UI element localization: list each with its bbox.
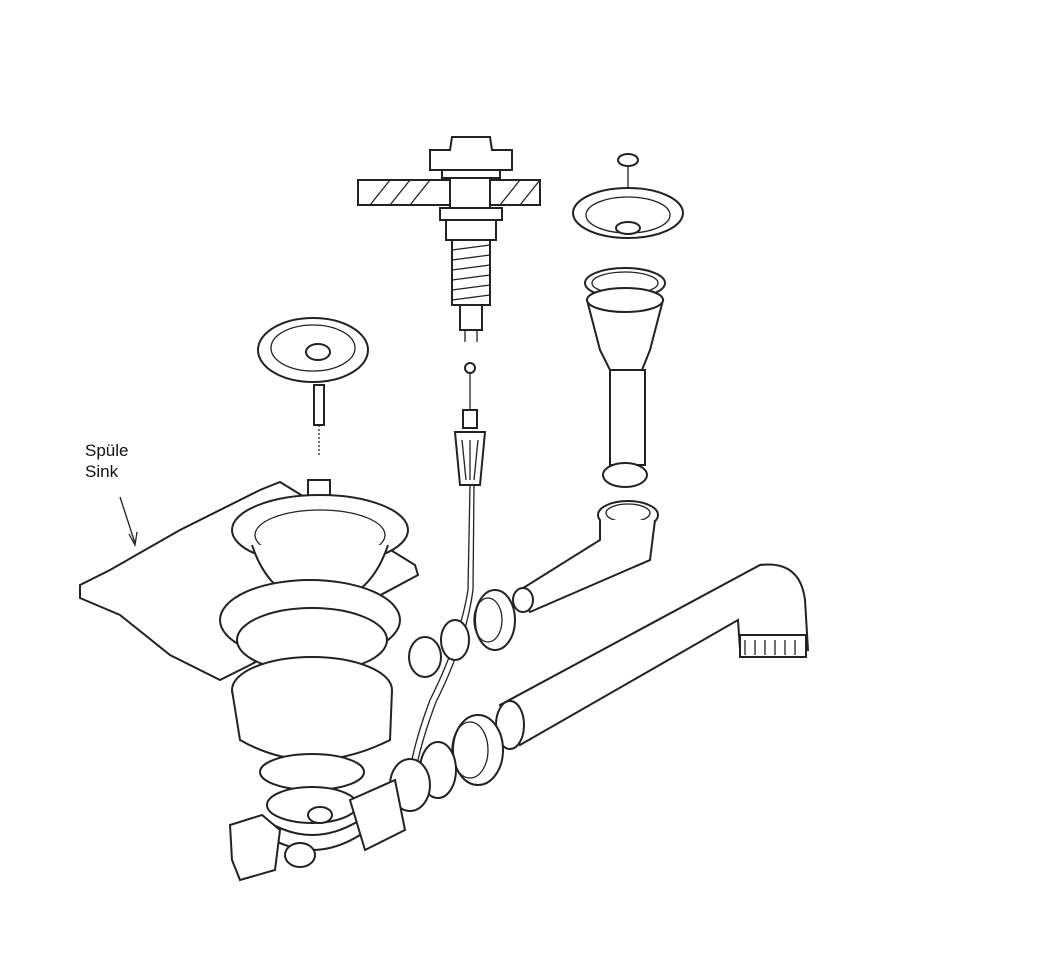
drain-flange-body [219, 479, 409, 882]
strainer-basket-left [257, 317, 369, 455]
sink-label-german: Spüle [85, 441, 129, 460]
bowden-cable [409, 362, 487, 771]
remote-control-knob [429, 136, 513, 342]
sink-pointer-arrow [119, 496, 138, 547]
drain-pipe-long [495, 563, 810, 750]
strainer-basket-right [572, 153, 684, 239]
nuts-and-washers [389, 589, 516, 812]
sink-label-english: Sink [85, 462, 119, 481]
sink-label: Spüle Sink [85, 440, 128, 482]
overflow-fitting [512, 267, 666, 614]
